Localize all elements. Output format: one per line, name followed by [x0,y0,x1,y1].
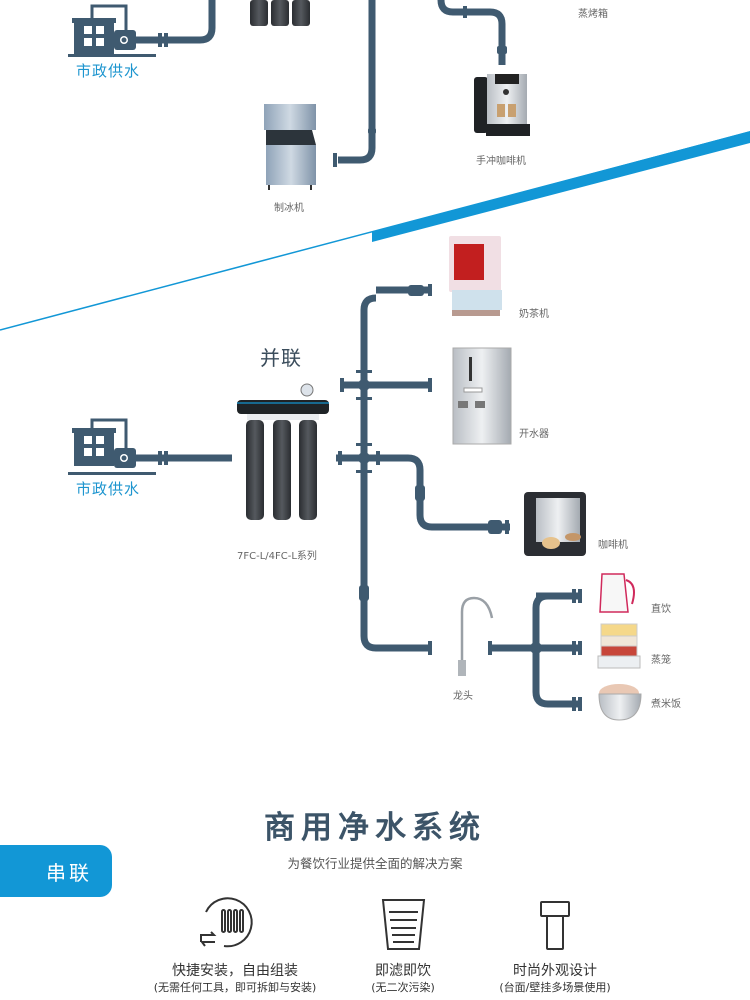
output-label-steamer: 蒸笼 [651,655,671,666]
main-title: 商用净水系统 [264,810,486,846]
parallel-pipes [136,286,582,708]
feature-instant-filter: 即滤即饮 (无二次污染) [293,962,513,996]
device-label-faucet: 龙头 [453,691,473,702]
filter-model-label: 7FC-L/4FC-L系列 [237,551,317,562]
main-subtitle: 为餐饮行业提供全面的解决方案 [287,856,463,871]
milk-tea-machine-image [449,236,502,316]
tab-series[interactable]: 串联 [0,845,112,897]
output-label-direct-drink: 直饮 [651,604,671,615]
device-label-milk-tea: 奶茶机 [519,309,549,320]
kettle-image [599,573,635,613]
series-filter-cartridges [250,0,310,26]
parallel-section-title: 并联 [260,346,302,370]
water-boiler-image [452,347,512,445]
device-label-ice-maker: 制冰机 [274,203,304,214]
feature-subtitle: (无二次污染) [371,981,435,994]
steamer-image [597,623,641,669]
feature-subtitle: (台面/壁挂多场景使用) [499,981,611,994]
device-label-steam-oven: 蒸烤箱 [578,9,608,20]
series-pipes [136,0,506,164]
faucet-image [458,596,494,676]
parallel-source-label: 市政供水 [76,480,141,498]
parallel-filter-unit-image [237,383,329,520]
rice-cooker-image [598,684,642,721]
feature-title: 即滤即饮 [375,963,431,979]
parallel-pipe-joints [158,284,582,711]
series-source-building-icon [68,4,156,57]
series-source-label: 市政供水 [76,62,141,80]
series-pipe-joints [158,6,507,167]
feature-stylish-design: 时尚外观设计 (台面/壁挂多场景使用) [445,962,665,996]
device-label-water-boiler: 开水器 [519,429,549,440]
device-label-coffee-machine: 咖啡机 [598,540,628,551]
feature-quick-install: 快捷安装，自由组装 (无需任何工具，即可拆卸与安装) [125,962,345,996]
pour-over-coffee-machine-image [474,74,530,136]
section-divider [0,131,750,331]
feature-title: 时尚外观设计 [513,963,597,979]
feature-title: 快捷安装，自由组装 [172,963,298,979]
espresso-machine-image [524,492,586,556]
ice-maker-image [264,104,316,190]
device-label-pour-over-coffee: 手冲咖啡机 [476,156,526,167]
output-label-rice-cooker: 煮米饭 [651,699,681,710]
parallel-source-building-icon [68,418,156,475]
feature-subtitle: (无需任何工具，即可拆卸与安装) [153,981,317,994]
